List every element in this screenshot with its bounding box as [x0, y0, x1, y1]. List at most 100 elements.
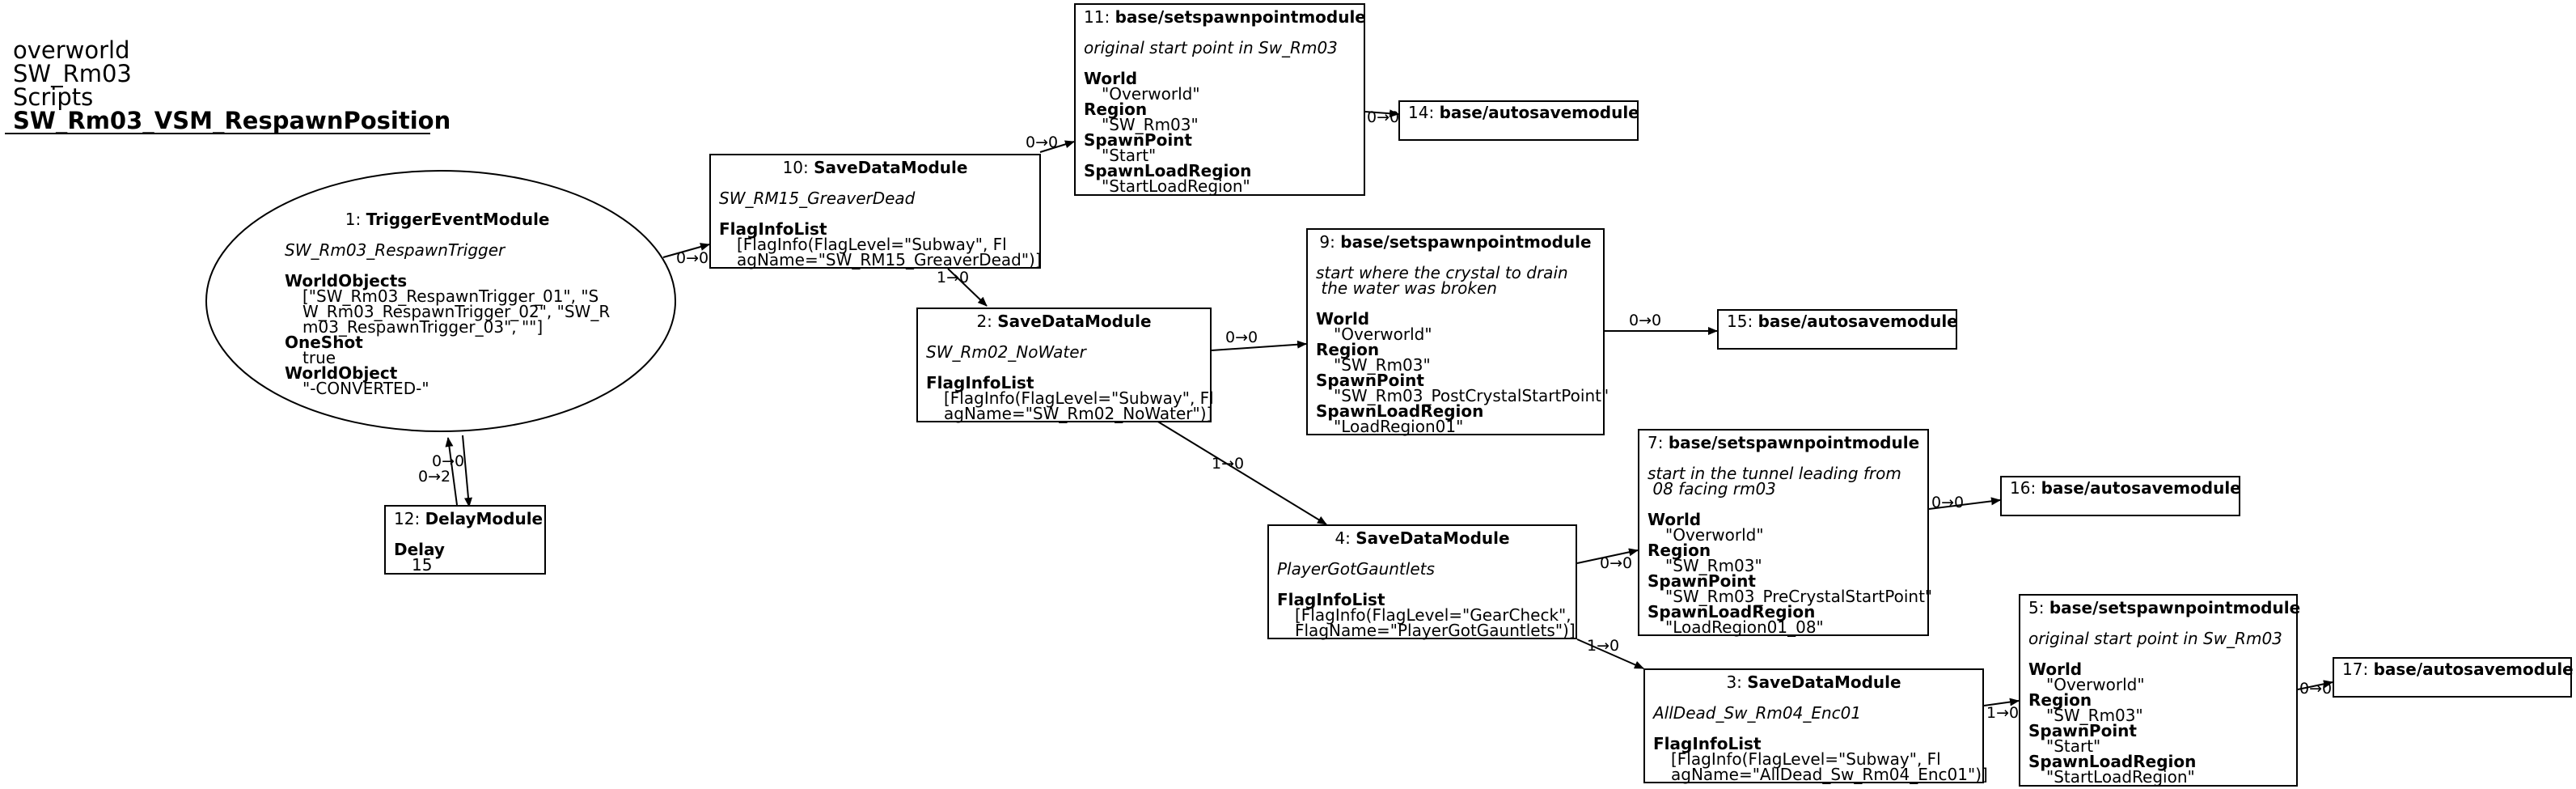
node-9-setspawnpoint-module[interactable]: 9: base/setspawnpointmodule start where … — [1306, 228, 1609, 436]
node-7-prop-value: "Overworld" — [1665, 525, 1764, 545]
node-15-type: base/autosavemodule — [1758, 312, 1958, 331]
node-10-id: 10 — [782, 158, 804, 177]
node-10-prop-name: FlagInfoList — [719, 219, 827, 239]
node-1-comment: SW_Rm03_RespawnTrigger — [285, 240, 505, 260]
node-4-comment: PlayerGotGauntlets — [1277, 559, 1435, 579]
edge-7-16 — [1928, 497, 2001, 510]
edge-label-1-12: 0→0 — [432, 452, 465, 470]
node-11-id: 11 — [1084, 7, 1105, 27]
node-7-prop-name: Region — [1648, 541, 1711, 560]
node-1-prop-name: WorldObjects — [285, 271, 408, 291]
node-5-prop-value: "Start" — [2046, 736, 2101, 756]
node-15-id: 15 — [1727, 312, 1748, 331]
node-9-prop-name: SpawnPoint — [1316, 371, 1424, 390]
node-3-id: 3 — [1726, 672, 1737, 692]
node-16-id: 16 — [2010, 478, 2031, 498]
node-3-type: SaveDataModule — [1747, 672, 1901, 692]
node-7-setspawnpoint-module[interactable]: 7: base/setspawnpointmodule start in the… — [1638, 429, 1932, 637]
node-4-save-data-module[interactable]: 4: SaveDataModule PlayerGotGauntlets Fla… — [1267, 524, 1577, 639]
edge-label-4-7: 0→0 — [1600, 554, 1633, 572]
node-7-comment: start in the tunnel leading from 08 faci… — [1648, 464, 1901, 498]
node-2-type: SaveDataModule — [997, 312, 1152, 331]
node-9-prop-value: "SW_Rm03" — [1334, 355, 1431, 375]
node-2-prop-value: [FlagInfo(FlagLevel="Subway", Fl agName=… — [944, 388, 1214, 423]
node-9-prop-value: "LoadRegion01" — [1334, 417, 1464, 436]
node-11-comment: original start point in Sw_Rm03 — [1084, 38, 1338, 57]
node-12-id: 12 — [394, 509, 415, 528]
node-11-prop-name: SpawnLoadRegion — [1084, 161, 1252, 180]
edge-label-9-15: 0→0 — [1629, 312, 1662, 329]
edge-10-2 — [947, 268, 988, 307]
node-16-type: base/autosavemodule — [2041, 478, 2241, 498]
node-5-prop-name: SpawnPoint — [2028, 721, 2137, 740]
edge-label-2-4: 1→0 — [1212, 455, 1245, 473]
node-17-type: base/autosavemodule — [2373, 660, 2574, 679]
node-5-prop-name: Region — [2028, 690, 2092, 710]
edge-label-4-3: 1→0 — [1587, 637, 1620, 655]
node-3-save-data-module[interactable]: 3: SaveDataModule AllDead_Sw_Rm04_Enc01 … — [1643, 668, 1988, 783]
title-underline — [5, 133, 430, 134]
node-16-autosave-module[interactable]: 16: base/autosavemodule — [2000, 476, 2241, 516]
node-5-id: 5 — [2028, 598, 2039, 617]
node-1-trigger-event-module[interactable]: 1: TriggerEventModule SW_Rm03_RespawnTri… — [285, 210, 611, 398]
node-1-type: TriggerEventModule — [366, 210, 550, 229]
edge-label-3-5: 1→0 — [1986, 704, 2020, 722]
node-12-delay-module[interactable]: 12: DelayModule Delay 15 — [384, 505, 546, 575]
node-9-prop-value: "Overworld" — [1334, 325, 1432, 344]
node-3-prop-name: FlagInfoList — [1653, 734, 1762, 753]
node-17-id: 17 — [2342, 660, 2363, 679]
node-2-comment: SW_Rm02_NoWater — [926, 342, 1086, 362]
node-9-type: base/setspawnpointmodule — [1340, 232, 1592, 252]
node-5-prop-value: "SW_Rm03" — [2046, 706, 2143, 725]
node-1-ellipse — [205, 170, 676, 432]
edge-label-12-1: 0→2 — [418, 468, 451, 486]
node-7-prop-name: SpawnPoint — [1648, 571, 1756, 591]
node-15-autosave-module[interactable]: 15: base/autosavemodule — [1717, 309, 1958, 350]
edge-11-14 — [1364, 109, 1399, 118]
edge-label-10-2: 1→0 — [937, 269, 970, 286]
node-11-prop-value: "Overworld" — [1102, 84, 1200, 104]
edge-2-4 — [1156, 420, 1327, 525]
node-1-prop-name: WorldObject — [285, 363, 398, 383]
node-5-setspawnpoint-module[interactable]: 5: base/setspawnpointmodule original sta… — [2019, 594, 2301, 787]
node-1-id: 1 — [345, 210, 356, 229]
node-1-prop-value: "-CONVERTED-" — [302, 379, 429, 398]
node-10-type: SaveDataModule — [814, 158, 968, 177]
node-9-prop-name: SpawnLoadRegion — [1316, 401, 1484, 421]
edge-label-10-11: 0→0 — [1026, 134, 1059, 151]
node-7-prop-value: "SW_Rm03" — [1665, 556, 1762, 575]
node-5-prop-name: World — [2028, 660, 2083, 679]
edge-12-1 — [445, 437, 458, 506]
edge-5-17 — [2297, 680, 2333, 690]
node-5-type: base/setspawnpointmodule — [2049, 598, 2301, 617]
node-11-prop-value: "StartLoadRegion" — [1102, 176, 1250, 196]
node-4-type: SaveDataModule — [1356, 528, 1510, 548]
node-7-prop-value: "LoadRegion01_08" — [1665, 617, 1824, 637]
node-9-id: 9 — [1319, 232, 1330, 252]
node-9-prop-name: Region — [1316, 340, 1380, 359]
edge-label-2-9: 0→0 — [1225, 329, 1258, 346]
edge-2-9 — [1211, 340, 1307, 351]
node-14-autosave-module[interactable]: 14: base/autosavemodule — [1398, 100, 1639, 141]
node-11-prop-value: "Start" — [1102, 146, 1157, 165]
edge-label-11-14: 0→0 — [1367, 108, 1400, 126]
node-11-setspawnpoint-module[interactable]: 11: base/setspawnpointmodule original st… — [1074, 3, 1366, 196]
node-14-type: base/autosavemodule — [1439, 103, 1639, 122]
node-12-prop-name: Delay — [394, 540, 445, 559]
node-12-type: DelayModule — [425, 509, 544, 528]
node-4-prop-name: FlagInfoList — [1277, 590, 1385, 609]
node-12-prop-value: 15 — [412, 555, 433, 575]
edge-label-5-17: 0→0 — [2299, 680, 2333, 698]
edge-10-11 — [1039, 140, 1075, 153]
node-11-prop-name: World — [1084, 69, 1138, 88]
node-5-prop-value: "Overworld" — [2046, 675, 2145, 694]
node-2-save-data-module[interactable]: 2: SaveDataModule SW_Rm02_NoWater FlagIn… — [916, 308, 1214, 423]
node-10-comment: SW_RM15_GreaverDead — [719, 189, 916, 208]
node-10-prop-value: [FlagInfo(FlagLevel="Subway", Fl agName=… — [737, 235, 1042, 269]
node-1-prop-name: OneShot — [285, 333, 363, 352]
node-2-prop-name: FlagInfoList — [926, 373, 1034, 392]
node-11-prop-name: Region — [1084, 100, 1148, 119]
node-10-save-data-module[interactable]: 10: SaveDataModule SW_RM15_GreaverDead F… — [709, 154, 1042, 269]
node-17-autosave-module[interactable]: 17: base/autosavemodule — [2333, 657, 2574, 698]
node-11-prop-value: "SW_Rm03" — [1102, 115, 1199, 134]
